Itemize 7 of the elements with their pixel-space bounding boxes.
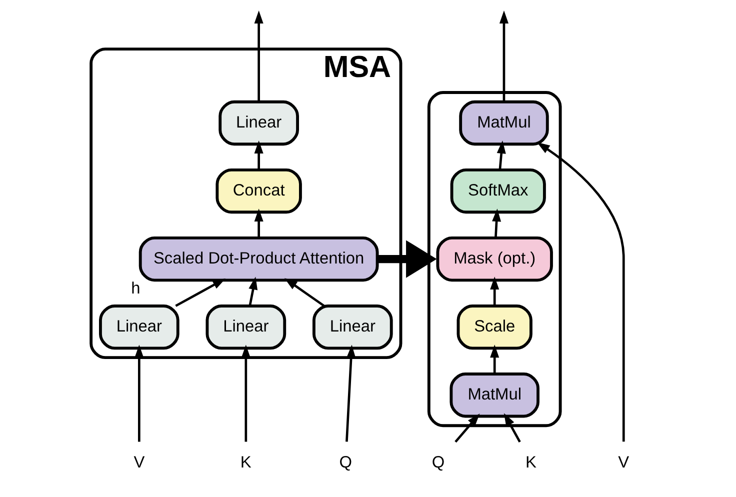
node-text: Q: [431, 454, 444, 472]
node-text: K: [240, 454, 251, 472]
node-text: Q: [338, 454, 352, 472]
node-text: V: [133, 454, 144, 472]
node-text: V: [618, 454, 629, 472]
node-label: h: [130, 279, 140, 298]
node-text: K: [524, 454, 536, 472]
